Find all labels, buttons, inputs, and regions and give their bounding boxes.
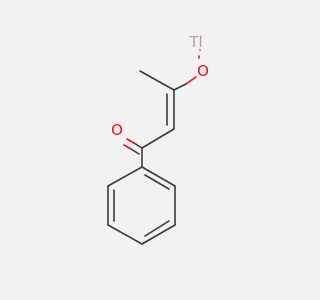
ring-bond-3 xyxy=(141,224,176,245)
bond-o-c3-oxygen-part xyxy=(185,76,197,85)
bond-c1-o-oxygen-part-b xyxy=(123,144,132,150)
bond-c2-c1 xyxy=(141,128,175,149)
bond-c1-o-carbon-part-b xyxy=(130,148,140,155)
bond-methyl-c3 xyxy=(139,70,175,91)
atom-label-tl: Tl xyxy=(188,33,202,51)
bond-o-c3-carbon-part xyxy=(173,83,187,91)
ring-inner-bond-1 xyxy=(144,174,170,190)
atom-label-o-enol: O xyxy=(197,62,209,80)
ring-bond-4 xyxy=(107,224,143,245)
ring-bond-1 xyxy=(141,166,176,187)
ring-bond-6 xyxy=(107,166,143,187)
bond-c1-o-carbon-part-a xyxy=(133,142,143,149)
atom-label-o-carbonyl: O xyxy=(111,121,123,139)
molecule-structure: Tl O O xyxy=(107,33,209,245)
bond-c1-o-oxygen-part-a xyxy=(126,138,135,144)
ring-inner-bond-2 xyxy=(144,220,170,237)
